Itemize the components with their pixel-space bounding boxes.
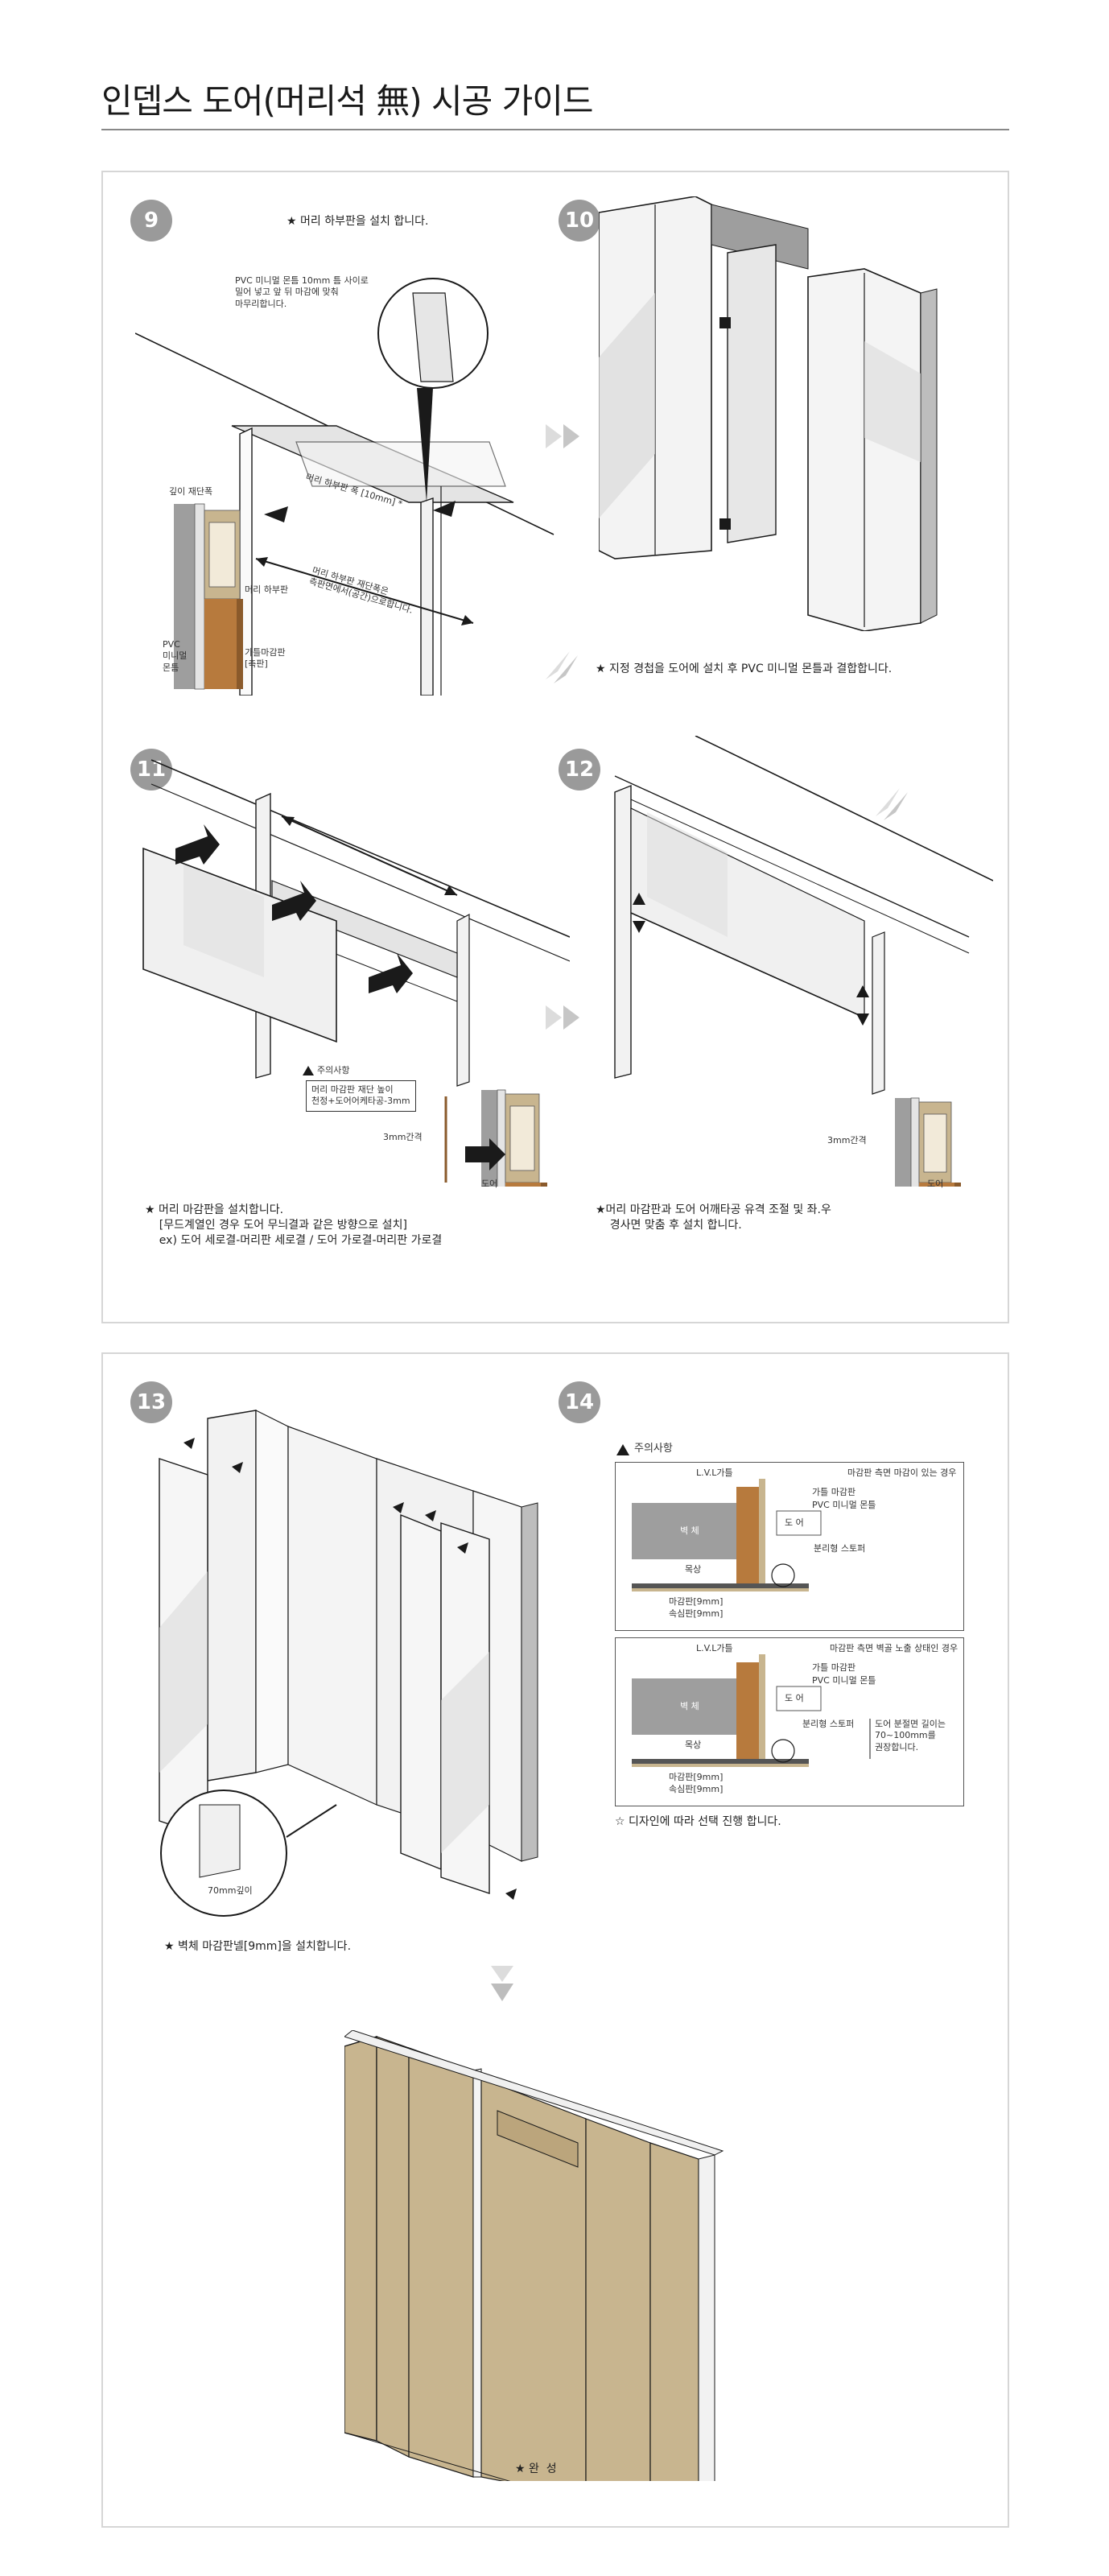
box1-finish: 마감판[9mm] (669, 1596, 724, 1607)
box1-stopper: 분리형 스토퍼 (814, 1543, 866, 1554)
step-9-label-depth: 깊이 재단폭 (169, 486, 213, 497)
box1-door: 도 어 (785, 1517, 804, 1528)
down-arrow-icon (491, 1966, 513, 2001)
step-14-detail-box-2: 마감판 측면 벽골 노출 상태인 경우 L.V.L가틀 가틀 마감판 PVC 미… (615, 1637, 964, 1806)
next-arrow-icon (546, 424, 579, 448)
box2-pvc: PVC 미니멀 몬틀 (812, 1675, 876, 1686)
back-arrow-icon (876, 788, 908, 820)
box2-stopper: 분리형 스토퍼 (802, 1719, 855, 1729)
step-11-illustration (142, 759, 570, 1187)
step-9-label-frame: 가틀마감판 [측판] (245, 647, 286, 670)
guide-panel-b: 13 70mm깊이 ★ 벽체 마감판넬[9mm]을 설치합니다. 14 주의사항… (101, 1352, 1009, 2528)
title-divider (101, 129, 1009, 130)
box2-core: 속심판[9mm] (669, 1784, 724, 1794)
step-9-badge: 9 (130, 200, 172, 242)
step-11-caution-body: 머리 마감판 재단 높이 천정+도어어케타공-3mm (306, 1080, 416, 1112)
caution-icon (303, 1066, 314, 1075)
box1-frame: 가틀 마감판 (812, 1487, 856, 1497)
step-13-illustration (159, 1410, 538, 1917)
step-10-illustration (599, 196, 938, 631)
box1-core: 속심판[9mm] (669, 1608, 724, 1619)
step-12-badge: 12 (559, 749, 600, 791)
step-11-door-label: 도어 (481, 1179, 498, 1189)
page-title: 인뎁스 도어(머리석 無) 시공 가이드 (101, 81, 593, 121)
step-11-gap: 3mm간격 (383, 1132, 423, 1142)
final-caption: ★ 완 성 (515, 2462, 557, 2475)
step-9-illustration (135, 278, 554, 696)
box2-frame: 가틀 마감판 (812, 1662, 856, 1673)
step-12-door-label: 도어 (927, 1179, 944, 1189)
step-11-badge: 11 (130, 749, 172, 791)
box1-section-drawing (632, 1479, 822, 1591)
step-14-detail-box-1: 마감판 측면 마감이 있는 경우 L.V.L가틀 가틀 마감판 PVC 미니멀 … (615, 1462, 964, 1631)
box2-heading: 마감판 측면 벽골 노출 상태인 경우 (830, 1643, 959, 1653)
step-12-caption: ★머리 마감판과 도어 어깨타공 유격 조절 및 좌.우 경사면 맞춤 후 설치… (596, 1203, 831, 1232)
box1-moulding: 목상 (685, 1564, 702, 1575)
step-14-caution-title: 주의사항 (634, 1443, 673, 1455)
caution-icon (616, 1444, 629, 1455)
step-9-label-pvc: PVC 미니멀 몬틈 (163, 639, 188, 673)
step-12-illustration (614, 736, 993, 1187)
box2-wall: 벽 체 (680, 1701, 699, 1711)
step-10-badge: 10 (559, 200, 600, 242)
step-13-badge: 13 (130, 1381, 172, 1423)
box1-wall: 벽 체 (680, 1525, 699, 1536)
step-12-gap: 3mm간격 (827, 1135, 867, 1146)
next-arrow-icon (546, 1005, 579, 1030)
box1-pvc: PVC 미니멀 몬틀 (812, 1500, 876, 1510)
box1-heading: 마감판 측면 마감이 있는 경우 (847, 1468, 957, 1478)
step-9-label-head-bottom: 머리 하부판 (245, 584, 289, 595)
box2-moulding: 목상 (685, 1740, 702, 1750)
box2-lvl: L.V.L가틀 (696, 1643, 733, 1653)
step-11-caution-title: 주의사항 (317, 1065, 350, 1075)
back-arrow-icon (546, 651, 578, 683)
final-illustration (344, 2030, 724, 2481)
step-10-caption: ★ 지정 경첩을 도어에 설치 후 PVC 미니멀 몬틀과 결합합니다. (596, 663, 893, 675)
step-9-caption: ★ 머리 하부판을 설치 합니다. (287, 215, 429, 228)
box1-lvl: L.V.L가틀 (696, 1468, 733, 1478)
guide-panel-a: 9 ★ 머리 하부판을 설치 합니다. PVC 미니멀 몬틈 10mm 틈 사이… (101, 171, 1009, 1323)
box2-section-drawing (632, 1654, 871, 1767)
step-13-detail-label: 70mm깊이 (208, 1885, 253, 1896)
step-14-badge: 14 (559, 1381, 600, 1423)
step-14-footer: ☆ 디자인에 따라 선택 진행 합니다. (615, 1815, 781, 1828)
box2-door: 도 어 (785, 1693, 804, 1703)
box2-note: 도어 분절면 길이는 70~100mm를 권장합니다. (875, 1719, 946, 1752)
step-13-caption: ★ 벽체 마감판넬[9mm]을 설치합니다. (164, 1940, 352, 1953)
step-11-caption: ★ 머리 마감판을 설치합니다. [무드계열인 경우 도어 무늬결과 같은 방향… (145, 1203, 443, 1247)
step-9-pvc-note: PVC 미니멀 몬틈 10mm 틈 사이로 밀어 넣고 앞 뒤 마감에 맞춰 마… (235, 275, 369, 309)
box2-finish: 마감판[9mm] (669, 1772, 724, 1782)
